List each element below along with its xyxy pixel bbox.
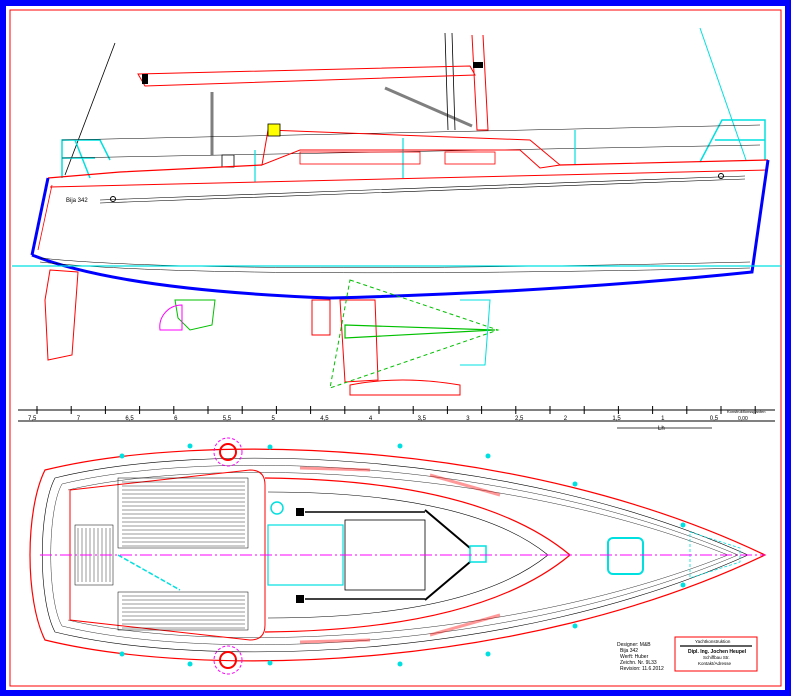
keel-option (460, 299, 491, 366)
centerboard (344, 324, 496, 339)
scale-right-value: 0,00 (738, 416, 748, 422)
box-line: Kontakt/Adresse (698, 661, 732, 666)
propeller-arc (159, 304, 183, 331)
winch-port (213, 437, 243, 467)
skeg (311, 299, 331, 336)
backstay (64, 42, 116, 176)
scale-label: 1 (661, 416, 665, 422)
info-lines: Designer: M&B Bija 342 Werft: Huber Zeic… (617, 642, 664, 672)
plan-view (29, 437, 767, 675)
hull-bottom (31, 159, 770, 300)
sheet-tracks (424, 509, 471, 601)
stanchion-base (485, 453, 491, 459)
toerail (49, 169, 769, 188)
box-header: Yachtkonstruktion (695, 639, 731, 644)
coachroof (261, 129, 562, 169)
scale-label: 5,5 (223, 416, 232, 422)
scale-label: 0,5 (710, 416, 719, 422)
stanchion-base (267, 444, 273, 450)
info-line: Werft: Huber (620, 654, 649, 660)
stanchion-base (187, 443, 193, 449)
scale-label: 1,5 (612, 416, 621, 422)
stanchion-base (680, 522, 686, 528)
scale-label: 4,5 (320, 416, 329, 422)
scale-label: 4 (369, 416, 373, 422)
scale-note: Konstruktionsspanten (727, 409, 765, 414)
inner-frame (9, 9, 782, 687)
pulpit (699, 119, 766, 163)
title-block: Designer: M&B Bija 342 Werft: Huber Zeic… (617, 636, 758, 672)
mast-step (469, 545, 487, 563)
boom (137, 65, 476, 87)
fore-hatch (607, 537, 644, 575)
stanchion-base (119, 453, 125, 459)
scale-label: 5 (272, 416, 276, 422)
scale-label: 6 (174, 416, 178, 422)
rudder (44, 269, 79, 361)
saildrive (174, 299, 216, 331)
info-line: Zeichn. Nr. 9L33 (620, 660, 657, 666)
hull-label: Bija 342 (66, 198, 88, 204)
scale-label: 2,5 (515, 416, 524, 422)
keel-fin (339, 299, 379, 383)
stanchion-base (397, 443, 403, 449)
scale-label: 7 (77, 416, 81, 422)
stanchion-base (267, 660, 273, 666)
transom (30, 177, 50, 256)
stanchion-base (485, 651, 491, 657)
scale-label: 7,5 (28, 416, 37, 422)
keel-bulb (349, 379, 461, 396)
info-line: Bija 342 (620, 648, 638, 654)
sheer-line (47, 159, 769, 179)
centerboard-swing (329, 279, 500, 389)
stanchion-base (397, 661, 403, 667)
vang (384, 86, 473, 128)
cockpit (69, 469, 266, 641)
anchor-locker (689, 531, 741, 579)
lh-label: Lh (658, 426, 665, 432)
scale-label: 2 (564, 416, 568, 422)
scale-ruler: 7,5 7 6,5 6 5,5 5 4,5 4 3,5 3 2,5 2 1,5 1 0,5 Lh Konst… (18, 406, 775, 432)
pushpit (61, 139, 111, 179)
scale-label: 3,5 (418, 416, 427, 422)
info-line: Designer: M&B (617, 642, 651, 648)
stanchion-base (680, 582, 686, 588)
scale-label: 3 (466, 416, 470, 422)
scale-label: 6,5 (125, 416, 134, 422)
stanchion-base (187, 661, 193, 667)
rubrail (99, 175, 746, 204)
mast (444, 32, 489, 131)
designer-box (674, 636, 758, 672)
winch-starboard (213, 645, 243, 675)
deck-outline (29, 448, 767, 662)
box-line: Schiffbau Str. (703, 655, 730, 660)
side-view: Bija 342 (12, 27, 781, 396)
box-name: Dipl. Ing. Jochen Heupel (688, 649, 747, 655)
stanchion-base (572, 481, 578, 487)
forestay (699, 27, 747, 161)
info-line: Revision: 11.6.2012 (620, 666, 664, 672)
stanchion-base (119, 651, 125, 657)
stanchion-base (572, 623, 578, 629)
cockpit-gratings (74, 477, 249, 631)
